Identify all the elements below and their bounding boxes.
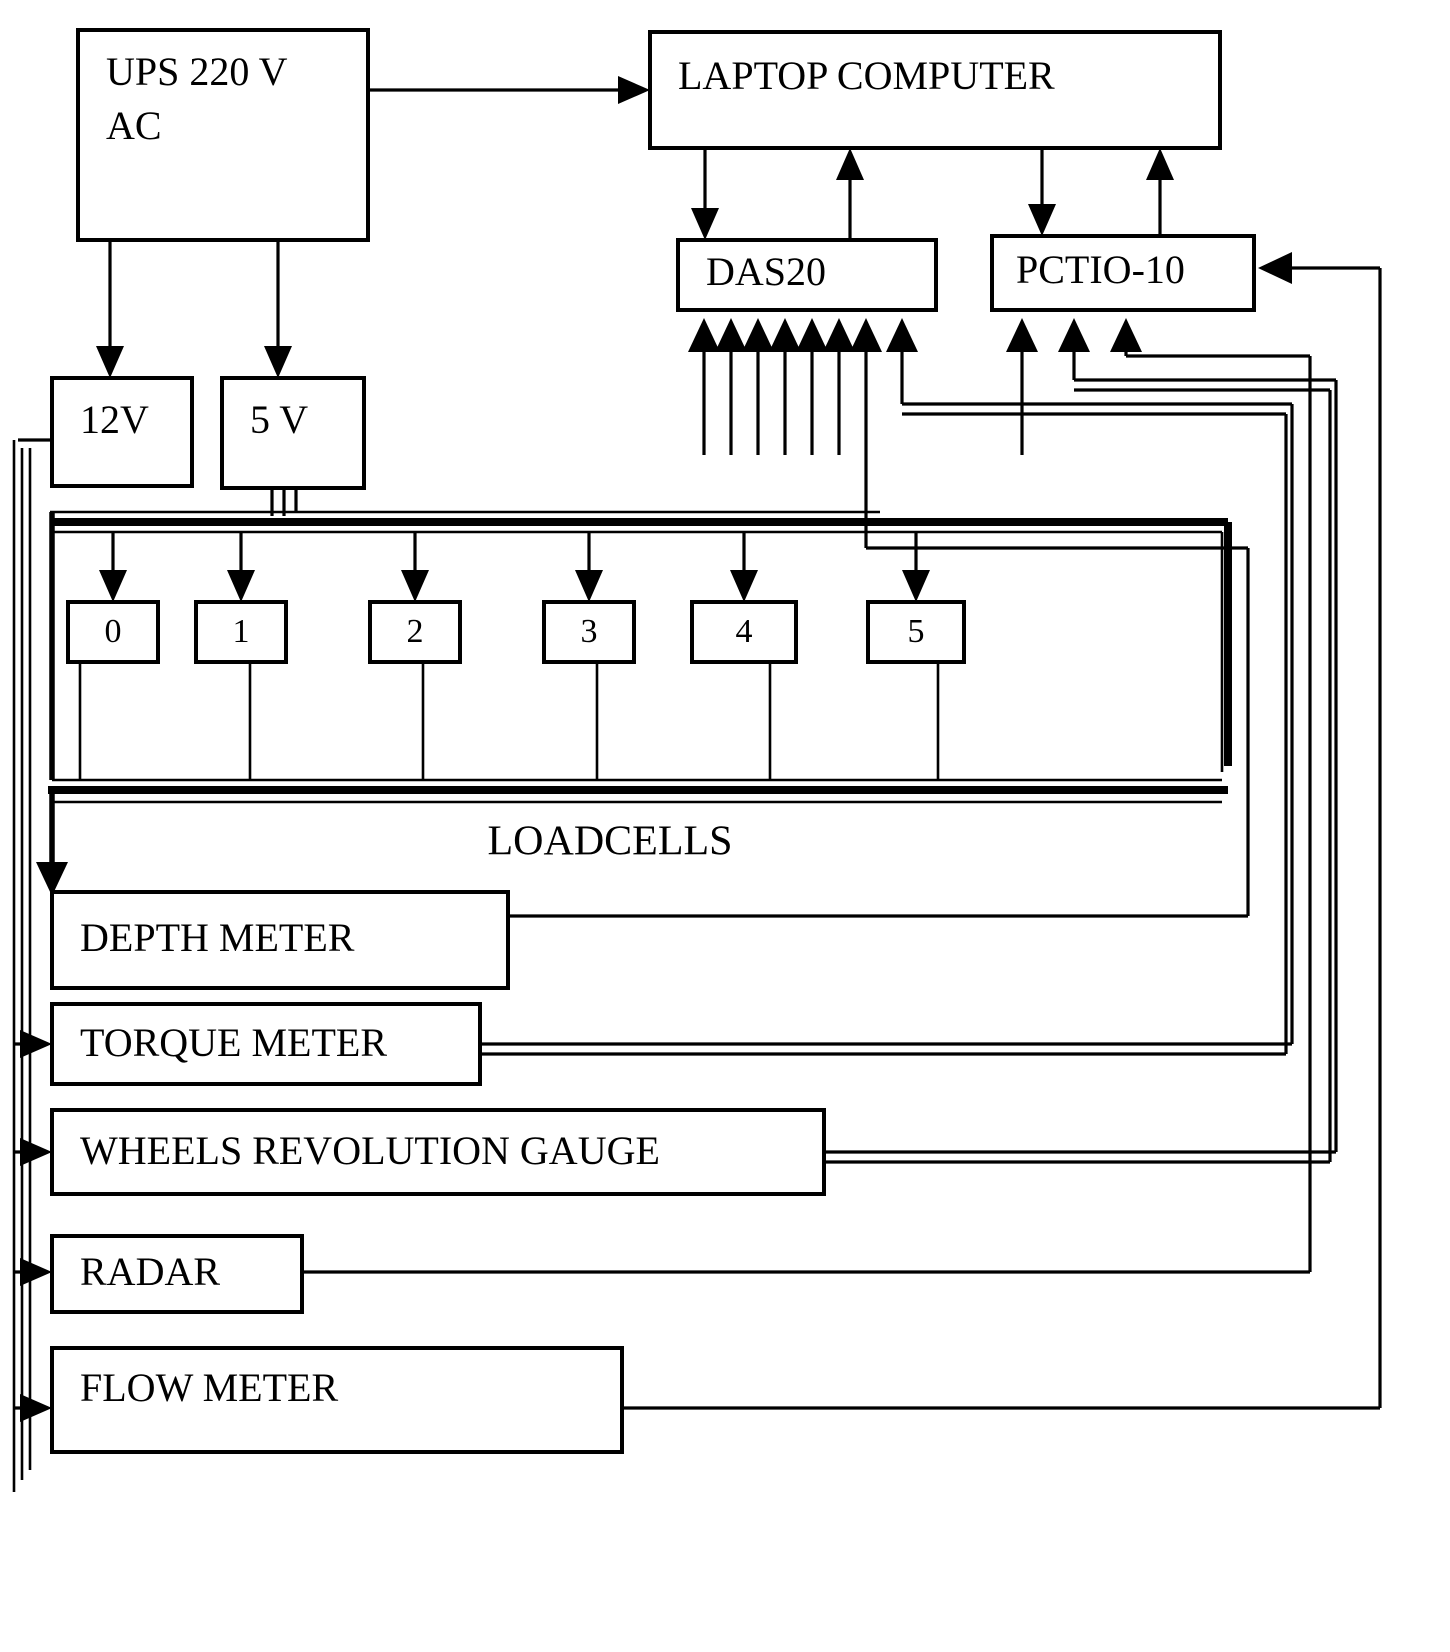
loadcell-1-outline xyxy=(194,600,288,664)
loadcell-3-label: 3 xyxy=(581,613,598,650)
power-12v-rail xyxy=(12,438,52,1492)
arrowhead-pctio-feed-b xyxy=(1058,318,1090,352)
pctio10-box-outline xyxy=(990,234,1256,312)
arrowhead-ups-to-5v xyxy=(264,346,292,378)
arrowhead-ups-to-laptop xyxy=(618,76,650,104)
loadcell-signal-drops xyxy=(78,662,940,780)
das20-label: DAS20 xyxy=(706,249,826,294)
box-torque-meter[interactable]: TORQUE METER xyxy=(50,1002,482,1086)
laptop-box-outline xyxy=(648,30,1222,150)
box-pctio10[interactable]: PCTIO-10 xyxy=(990,234,1256,312)
das20-loadcell-feeds xyxy=(480,318,1294,1056)
box-loadcell-3[interactable]: 3 xyxy=(542,600,636,664)
box-loadcell-2[interactable]: 2 xyxy=(368,600,462,664)
arrowhead-12v-to-torque xyxy=(20,1030,52,1058)
loadcell-0-outline xyxy=(66,600,160,664)
box-depth-meter[interactable]: DEPTH METER xyxy=(50,890,510,990)
arrowhead-das-feed-4 xyxy=(769,318,801,352)
arrowhead-12v-to-flow xyxy=(20,1394,52,1422)
v5-box-outline xyxy=(220,376,366,490)
flow-meter-outline xyxy=(50,1346,624,1454)
arrowhead-pctio-feed-d xyxy=(1258,252,1292,284)
box-loadcell-5[interactable]: 5 xyxy=(866,600,966,664)
box-loadcell-0[interactable]: 0 xyxy=(66,600,160,664)
pctio-feeds xyxy=(302,252,1382,1410)
pctio10-label: PCTIO-10 xyxy=(1016,247,1185,292)
loadcell-5-label: 5 xyxy=(908,613,925,650)
wheels-gauge-label: WHEELS REVOLUTION GAUGE xyxy=(80,1128,660,1173)
box-5v-supply[interactable]: 5 V xyxy=(220,376,366,490)
arrowhead-pctio-to-laptop xyxy=(1146,148,1174,180)
loadcell-1-label: 1 xyxy=(233,613,250,650)
box-ups[interactable]: UPS 220 V AC xyxy=(76,28,370,242)
arrowhead-laptop-to-pctio xyxy=(1028,204,1056,236)
arrowhead-pctio-feed-a xyxy=(1006,318,1038,352)
arrowhead-das-feed-5 xyxy=(796,318,828,352)
depth-meter-outline xyxy=(50,890,510,990)
box-laptop-computer[interactable]: LAPTOP COMPUTER xyxy=(648,30,1222,150)
loadcell-0-label: 0 xyxy=(105,613,122,650)
arrowhead-das20-to-laptop xyxy=(836,148,864,180)
torque-meter-outline xyxy=(50,1002,482,1086)
arrowhead-laptop-to-das20 xyxy=(691,208,719,240)
arrowhead-power-to-lc0 xyxy=(99,570,127,602)
ups-label-line1: UPS 220 V xyxy=(106,49,288,94)
loadcell-power-drops xyxy=(99,532,930,602)
box-das20[interactable]: DAS20 xyxy=(676,238,938,312)
loadcell-4-label: 4 xyxy=(736,613,753,650)
radar-outline xyxy=(50,1234,304,1314)
loadcell-2-outline xyxy=(368,600,462,664)
wheels-gauge-outline xyxy=(50,1108,826,1196)
arrowhead-das-feed-2 xyxy=(715,318,747,352)
arrowhead-das-feed-1 xyxy=(688,318,720,352)
torque-meter-label: TORQUE METER xyxy=(80,1020,387,1065)
arrowhead-das-feed-7 xyxy=(850,318,882,352)
depth-meter-label: DEPTH METER xyxy=(80,915,355,960)
arrowhead-power-to-lc1 xyxy=(227,570,255,602)
ups-label-line2: AC xyxy=(106,103,162,148)
arrowhead-das-feed-3 xyxy=(742,318,774,352)
box-12v-supply[interactable]: 12V xyxy=(50,376,194,488)
arrowhead-12v-to-radar xyxy=(20,1258,52,1286)
arrowhead-das-feed-8 xyxy=(886,318,918,352)
box-loadcell-4[interactable]: 4 xyxy=(690,600,798,664)
radar-label: RADAR xyxy=(80,1249,220,1294)
v12-label: 12V xyxy=(80,397,149,442)
wire-layer xyxy=(12,76,1382,1492)
v5-label: 5 V xyxy=(250,397,308,442)
arrowhead-power-to-lc2 xyxy=(401,570,429,602)
loadcell-3-outline xyxy=(542,600,636,664)
box-loadcell-1[interactable]: 1 xyxy=(194,600,288,664)
laptop-label: LAPTOP COMPUTER xyxy=(678,53,1055,98)
arrowhead-ups-to-12v xyxy=(96,346,124,378)
loadcell-5-outline xyxy=(866,600,966,664)
arrowhead-power-to-lc3 xyxy=(575,570,603,602)
ups-box-outline xyxy=(76,28,370,242)
das20-box-outline xyxy=(676,238,938,312)
box-flow-meter[interactable]: FLOW METER xyxy=(50,1346,624,1454)
loadcell-2-label: 2 xyxy=(407,613,424,650)
arrowhead-power-to-lc5 xyxy=(902,570,930,602)
loadcell-4-outline xyxy=(690,600,798,664)
loadcells-group-label: LOADCELLS xyxy=(488,819,733,865)
arrowhead-das-feed-6 xyxy=(823,318,855,352)
box-radar[interactable]: RADAR xyxy=(50,1234,304,1314)
v12-box-outline xyxy=(50,376,194,488)
arrowhead-12v-to-wheels xyxy=(20,1138,52,1166)
flow-meter-label: FLOW METER xyxy=(80,1365,338,1410)
arrowhead-power-to-lc4 xyxy=(730,570,758,602)
box-wheels-revolution-gauge[interactable]: WHEELS REVOLUTION GAUGE xyxy=(50,1108,826,1196)
arrowhead-pctio-feed-c xyxy=(1110,318,1142,352)
arrowhead-bus-to-depth xyxy=(36,862,68,896)
